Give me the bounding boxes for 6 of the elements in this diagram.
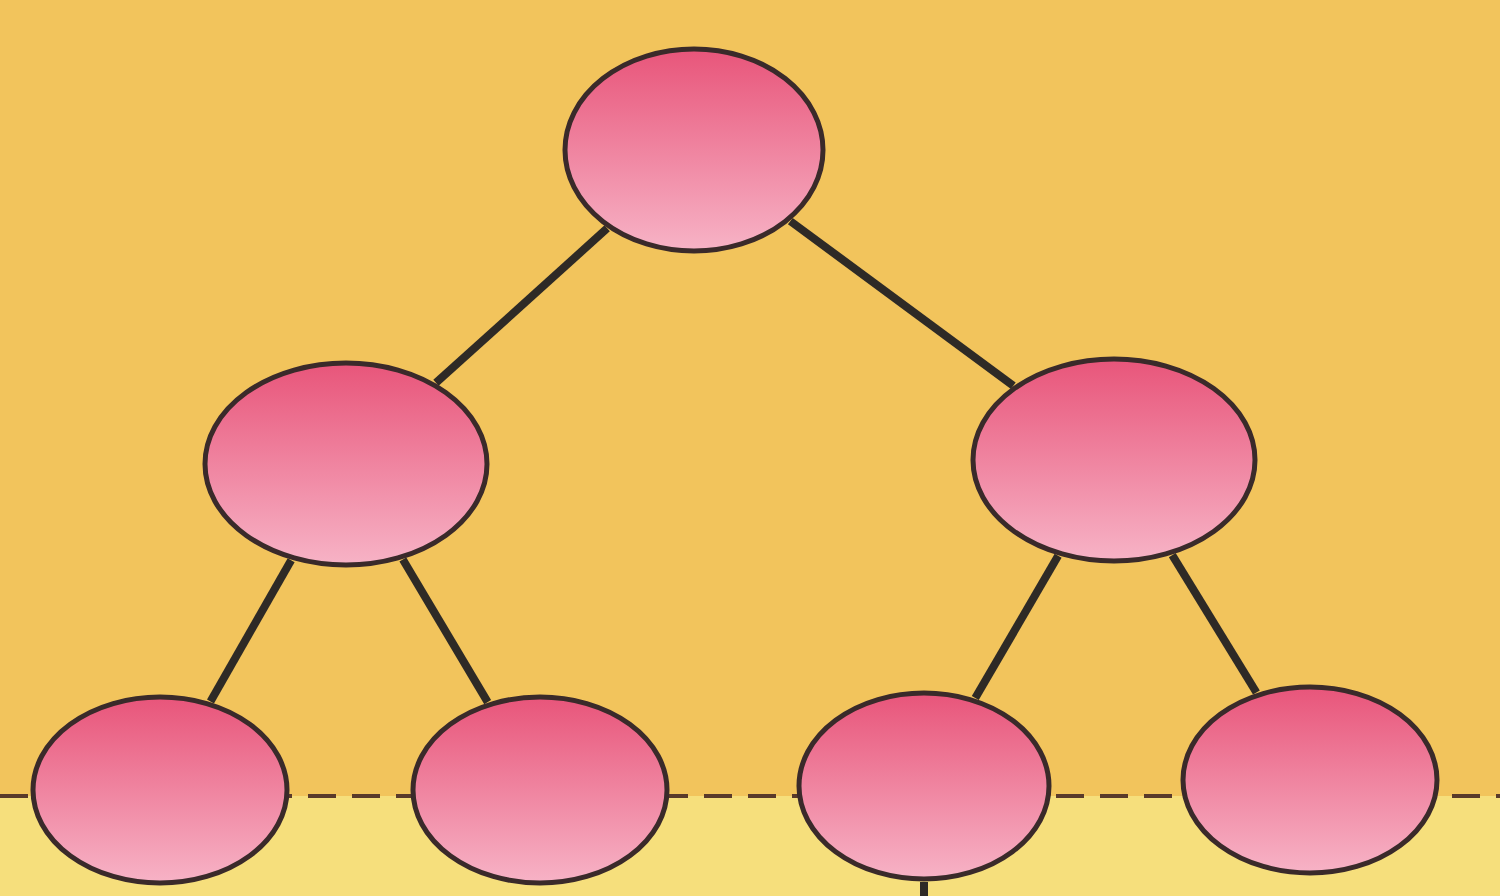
connector-line xyxy=(399,557,492,705)
connector-line xyxy=(207,558,295,704)
connector-line xyxy=(433,225,610,386)
connector-line xyxy=(971,553,1062,701)
connector-line xyxy=(787,217,1016,389)
connector-line xyxy=(1168,553,1260,695)
